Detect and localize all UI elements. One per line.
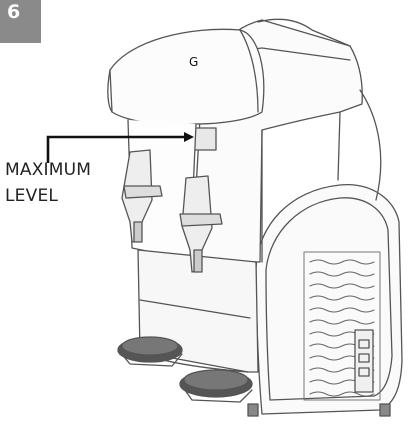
step-number-badge: 6 — [0, 0, 41, 43]
bowl-left-lid — [109, 28, 265, 126]
max-level-marker — [193, 127, 217, 151]
drip-tray-right — [179, 369, 253, 403]
tap-left — [121, 149, 163, 243]
arrowhead-icon — [184, 132, 194, 142]
drip-tray-left — [117, 336, 183, 367]
callout-label-line1: MAXIMUM — [5, 160, 92, 180]
callout-label-line2: LEVEL — [5, 186, 59, 206]
part-label: G — [189, 55, 199, 69]
max-level-callout-arrow — [46, 135, 186, 163]
control-panel — [354, 329, 374, 393]
side-arch-inner — [265, 197, 393, 401]
tap-right — [179, 175, 223, 273]
